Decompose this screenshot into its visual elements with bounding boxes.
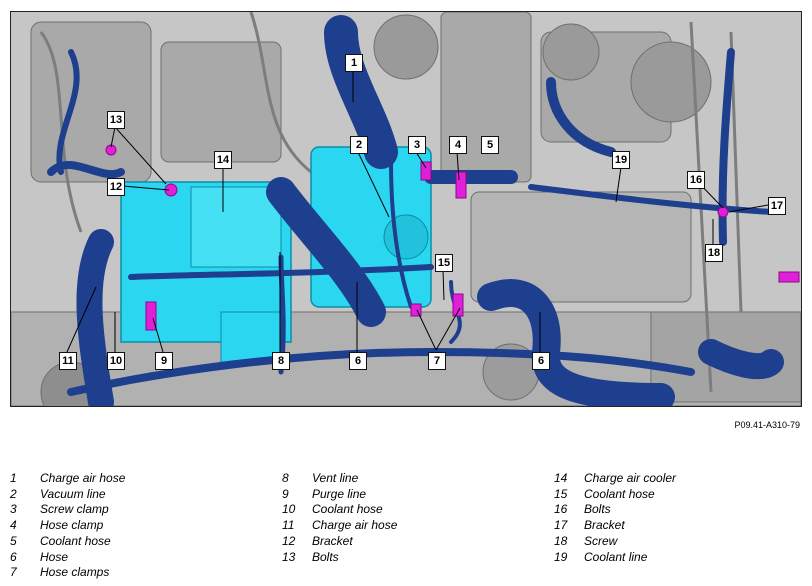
callout-19: 19 [612, 151, 630, 169]
callout-4: 4 [449, 136, 467, 154]
callout-2: 2 [350, 136, 368, 154]
callout-7: 7 [428, 352, 446, 370]
callout-3: 3 [408, 136, 426, 154]
legend-label: Hose clamp [40, 518, 104, 533]
coolant-hose-10 [67, 347, 695, 396]
legend-number: 14 [554, 471, 568, 485]
callout-11: 11 [59, 352, 77, 370]
legend-number: 7 [10, 565, 17, 580]
legend-number: 8 [282, 471, 289, 485]
callout-14: 14 [214, 151, 232, 169]
callout-17: 17 [768, 197, 786, 215]
hose-6-left [266, 177, 386, 327]
legend-number: 12 [282, 533, 296, 548]
legend-label: Screw [584, 533, 618, 548]
legend-label: Bracket [584, 518, 625, 533]
legend-label: Vent line [312, 471, 359, 485]
callout-15: 15 [435, 254, 453, 272]
legend-number: 4 [10, 518, 17, 533]
legend-label: Coolant line [584, 549, 648, 564]
legend-number: 17 [554, 518, 568, 533]
figure-code: P09.41-A310-79 [734, 420, 800, 430]
callout-8: 8 [272, 352, 290, 370]
callout-18: 18 [705, 244, 723, 262]
legend-label: Charge air cooler [584, 471, 677, 485]
legend-label: Hose [40, 549, 69, 564]
callout-10: 10 [107, 352, 125, 370]
callout-12: 12 [107, 178, 125, 196]
legend-label: Purge line [312, 486, 367, 501]
legend-number: 16 [554, 502, 568, 517]
charge-air-hose-1 [324, 15, 398, 169]
legend-number: 6 [10, 549, 17, 564]
callout-13: 13 [107, 111, 125, 129]
legend-label: Charge air hose [312, 518, 398, 533]
legend-number: 3 [10, 502, 17, 517]
callout-9: 9 [155, 352, 173, 370]
legend-label: Vacuum line [40, 486, 106, 501]
callout-16: 16 [687, 171, 705, 189]
clamps-and-bolts [105, 144, 800, 331]
legend-label: Coolant hose [40, 533, 111, 548]
legend-label: Coolant hose [584, 486, 655, 501]
legend-number: 19 [554, 549, 568, 564]
legend-number: 18 [554, 533, 568, 548]
legend-number: 2 [10, 486, 17, 501]
engine-illustration: 1 2 3 4 5 6 6 7 8 9 10 11 12 13 14 15 16… [10, 11, 802, 407]
legend-number: 15 [554, 486, 568, 501]
legend-label: Bracket [312, 533, 353, 548]
legend-label: Screw clamp [40, 502, 109, 517]
legend-label: Coolant hose [312, 502, 383, 517]
legend-number: 1 [10, 471, 17, 485]
legend-label: Bolts [312, 549, 339, 564]
legend-number: 11 [282, 518, 295, 533]
charge-air-hose-11 [76, 229, 114, 406]
legend-label: Hose clamps [40, 565, 110, 580]
legend-number: 10 [282, 502, 296, 517]
callout-1: 1 [345, 54, 363, 72]
legend-label: Charge air hose [40, 471, 126, 485]
callout-6a: 6 [349, 352, 367, 370]
hoses [47, 15, 784, 406]
vacuum-line [389, 160, 413, 309]
legend-number: 9 [282, 486, 289, 501]
callout-5: 5 [481, 136, 499, 154]
legend-label: Bolts [584, 502, 611, 517]
legend-number: 13 [282, 549, 296, 564]
leader-lines [66, 69, 769, 353]
legend-number: 5 [10, 533, 17, 548]
callout-6b: 6 [532, 352, 550, 370]
purge-line [128, 264, 434, 280]
engine-drawing [11, 12, 801, 406]
